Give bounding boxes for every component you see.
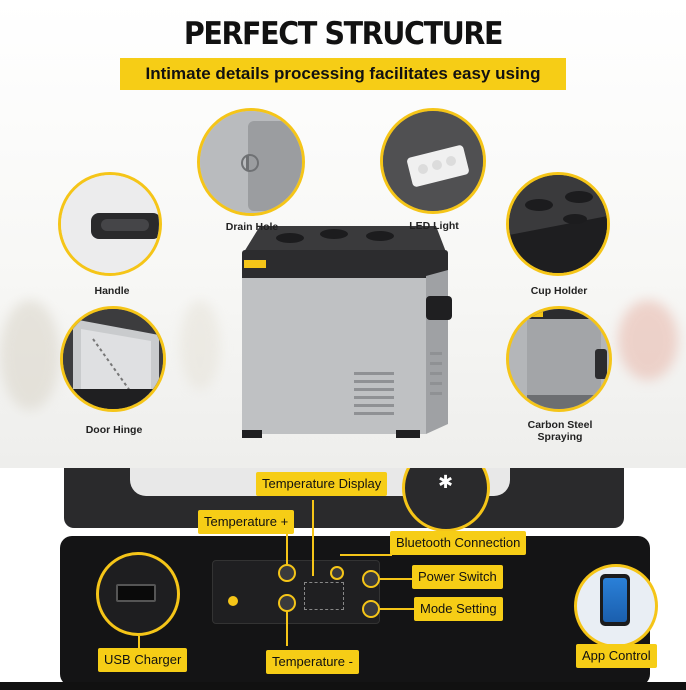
callout-bluetooth-connection: Bluetooth Connection	[390, 531, 527, 555]
feature-label-cup-holder: Cup Holder	[530, 285, 588, 297]
callout-power-switch: Power Switch	[412, 565, 503, 589]
control-strip	[212, 560, 380, 624]
background-decor	[618, 300, 678, 380]
usb-indicator-dot	[228, 596, 238, 606]
leader-line	[312, 500, 314, 576]
feature-label-led-light: LED Light	[409, 220, 459, 232]
carbon-steel-circle	[506, 306, 612, 412]
temperature-plus-button-icon	[278, 564, 296, 582]
feature-label-carbon-steel: Carbon Steel Spraying	[527, 419, 593, 443]
subtitle-banner	[120, 58, 566, 90]
door-hinge-circle	[60, 306, 166, 412]
handle-icon	[61, 175, 159, 273]
product-showcase: PERFECT STRUCTURE Intimate details proce…	[0, 0, 686, 468]
background-decor	[180, 300, 220, 390]
control-panel-section: ✱ Temperature Display Temperature + Blue…	[0, 468, 686, 682]
background-decor	[0, 300, 60, 410]
leader-line	[286, 532, 288, 564]
usb-port-icon	[116, 584, 156, 602]
leader-line	[340, 554, 392, 556]
drain-hole-icon	[200, 111, 302, 213]
led-light-icon	[383, 111, 483, 211]
feature-label-handle: Handle	[94, 285, 130, 297]
callout-mode-setting: Mode Setting	[414, 597, 503, 621]
drain-hole-circle	[197, 108, 305, 216]
feature-label-drain-hole: Drain Hole	[225, 221, 279, 233]
cup-holder-icon	[509, 175, 607, 273]
page-subtitle: Intimate details processing facilitates …	[145, 64, 541, 83]
door-hinge-icon	[63, 309, 163, 409]
feature-label-door-hinge: Door Hinge	[85, 424, 143, 436]
callout-temperature-plus: Temperature +	[198, 510, 295, 534]
page-title: PERFECT STRUCTURE	[183, 16, 504, 52]
bottom-edge-bar	[0, 682, 686, 690]
leader-line	[286, 610, 288, 646]
leader-line	[378, 608, 414, 610]
cooler-illustration	[242, 226, 452, 438]
callout-temperature-display: Temperature Display	[256, 472, 388, 496]
callout-app-control: App Control	[576, 644, 657, 668]
cup-holder-circle	[506, 172, 610, 276]
callout-temperature-minus: Temperature -	[266, 650, 359, 674]
handle-circle	[58, 172, 162, 276]
leader-line	[138, 636, 140, 648]
usb-closeup-circle	[96, 552, 180, 636]
callout-usb-charger: USB Charger	[98, 648, 188, 672]
smartphone-screen	[603, 578, 627, 622]
bluetooth-indicator-icon	[330, 566, 344, 580]
digital-temperature-readout	[304, 582, 344, 610]
carbon-steel-icon	[509, 309, 609, 409]
led-light-circle	[380, 108, 486, 214]
bluetooth-icon: ✱	[438, 472, 454, 493]
leader-line	[378, 578, 414, 580]
